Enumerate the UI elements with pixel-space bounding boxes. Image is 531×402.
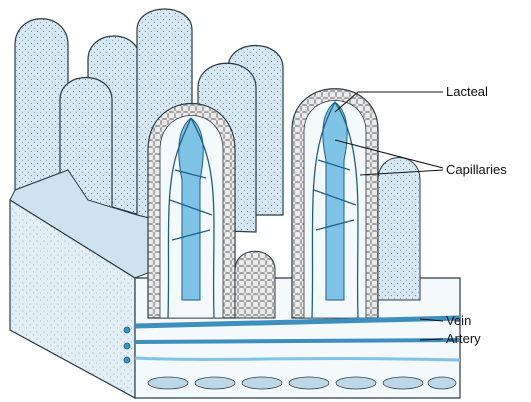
label-vein: Vein xyxy=(446,313,471,328)
lower-vessel xyxy=(135,358,460,360)
lacteal-left xyxy=(179,118,203,300)
label-artery: Artery xyxy=(446,331,481,346)
label-capillaries: Capillaries xyxy=(446,162,507,177)
center-crypt xyxy=(235,251,275,318)
villus-far-right xyxy=(378,158,420,301)
vessel-cross-sections xyxy=(124,327,130,363)
artery xyxy=(135,340,460,342)
label-lacteal: Lacteal xyxy=(446,84,488,99)
